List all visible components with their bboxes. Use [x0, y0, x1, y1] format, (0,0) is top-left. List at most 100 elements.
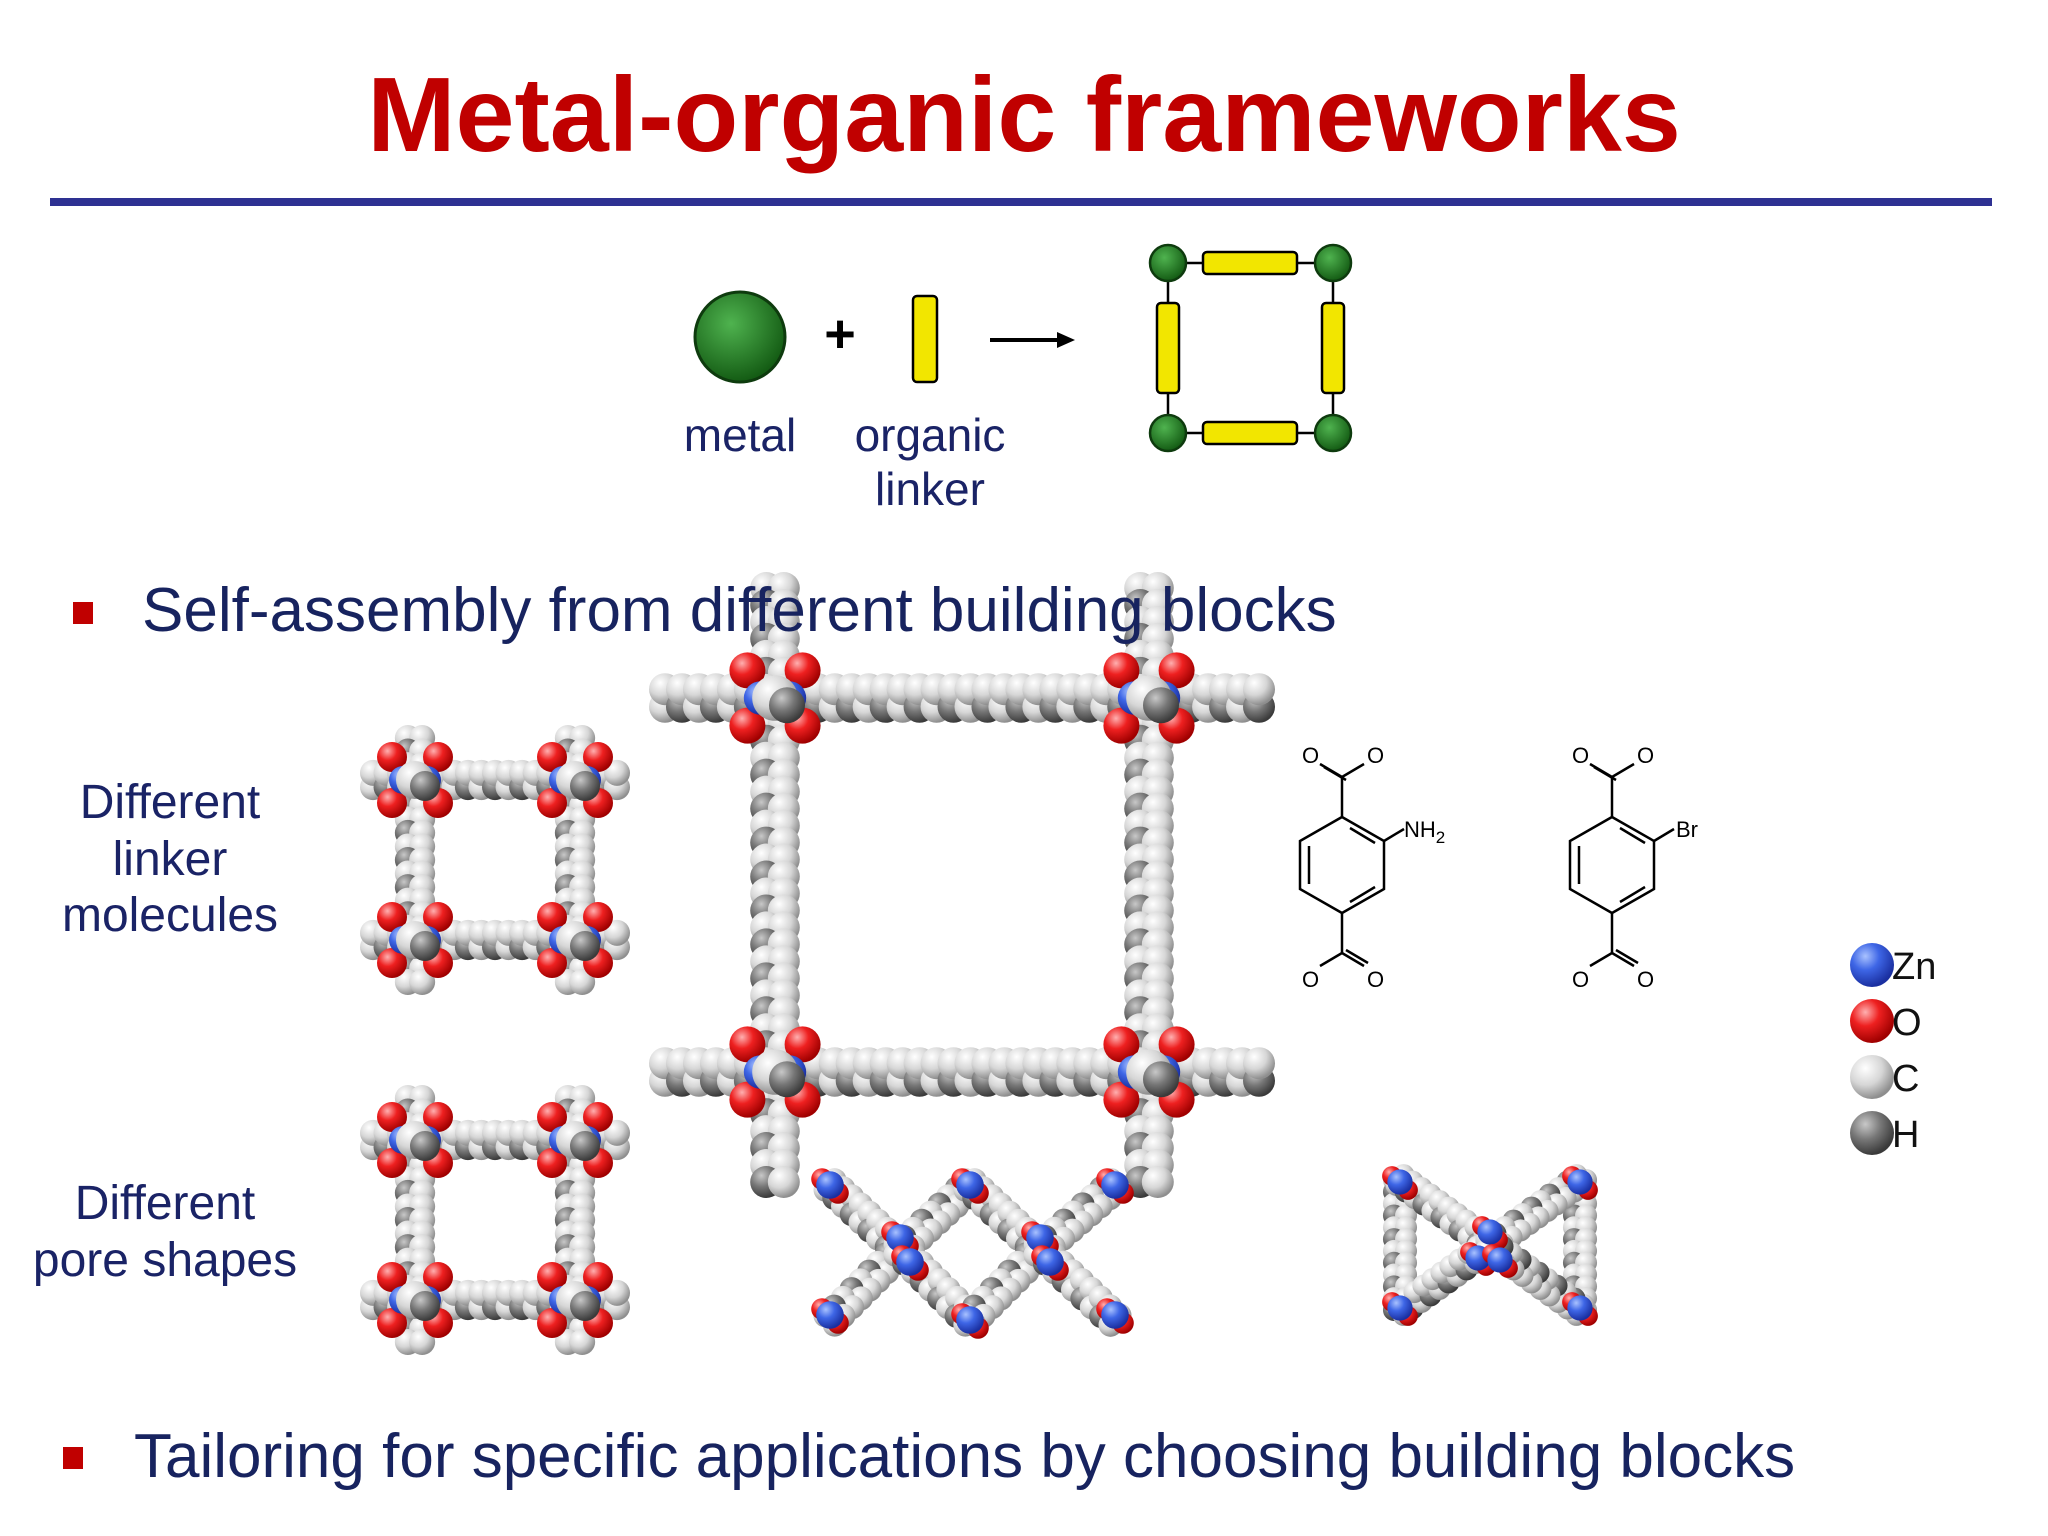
oxygen-atom: [1158, 1026, 1195, 1063]
carbon-atom: [409, 1329, 436, 1355]
zinc-atom: [956, 1171, 984, 1199]
label-line: molecules: [61, 889, 279, 943]
oxygen-atom: [423, 1102, 453, 1132]
mof-structure-large-square: [649, 572, 1275, 1198]
legend-h-sphere: [1850, 1111, 1894, 1155]
mof-structure-small-square-2: [360, 1085, 630, 1355]
legend-zn-sphere: [1850, 943, 1894, 987]
zinc-atom: [886, 1224, 914, 1252]
hydrogen-atom: [570, 771, 600, 801]
hydrogen-atom: [1143, 687, 1179, 724]
zinc-atom: [956, 1306, 984, 1334]
framework-square-icon: [1148, 243, 1353, 453]
title-rule: [50, 198, 1992, 206]
hydrogen-atom: [410, 1291, 440, 1321]
oxygen-atom: [537, 1262, 567, 1292]
hydrogen-atom: [410, 771, 440, 801]
carbon-atom: [604, 919, 630, 946]
oxygen-atom: [377, 902, 407, 932]
oxygen-atom: [1103, 1081, 1140, 1118]
label-line: linker: [112, 832, 228, 886]
mof-scheme: [693, 243, 1353, 453]
slide-title: Metal-organic frameworks: [367, 56, 1681, 174]
carbon-atom: [604, 1279, 630, 1306]
zinc-atom: [1101, 1301, 1129, 1329]
mof-structure-rhombic-pores: [811, 1168, 1134, 1339]
oxygen-atom: [537, 1102, 567, 1132]
carbon-atom: [1243, 1047, 1275, 1080]
zinc-atom: [1387, 1295, 1413, 1321]
oxygen-atom: [1103, 652, 1140, 689]
oxygen-atom: [583, 742, 613, 772]
organic-linker-label: organic linker: [810, 408, 1050, 517]
legend-c-sphere: [1850, 1055, 1894, 1099]
oxygen-label: O: [1367, 967, 1384, 992]
mof-structure-bowtie-pores: [1382, 1164, 1598, 1326]
oxygen-atom: [537, 788, 567, 818]
bullet-tailoring: Tailoring for specific applications by c…: [134, 1422, 1796, 1491]
zinc-atom: [1477, 1219, 1503, 1245]
hydrogen-atom: [769, 1061, 805, 1098]
oxygen-atom: [729, 652, 766, 689]
oxygen-atom: [537, 742, 567, 772]
oxygen-label: O: [1637, 743, 1654, 768]
nh2-label: NH2: [1404, 817, 1445, 847]
bullet-marker: [63, 1447, 83, 1469]
zinc-atom: [816, 1301, 844, 1329]
oxygen-label: O: [1572, 743, 1589, 768]
oxygen-atom: [1103, 1026, 1140, 1063]
zinc-atom: [1387, 1169, 1413, 1195]
legend-zn-label: Zn: [1892, 946, 1936, 988]
oxygen-atom: [583, 1262, 613, 1292]
linker-label-line: linker: [875, 463, 985, 516]
carbon-atom: [604, 1119, 630, 1146]
oxygen-atom: [377, 788, 407, 818]
legend-h-label: H: [1892, 1114, 1919, 1156]
carbon-atom: [569, 1329, 596, 1355]
zinc-atom: [1567, 1169, 1593, 1195]
zinc-atom: [1101, 1171, 1129, 1199]
oxygen-atom: [537, 1148, 567, 1178]
oxygen-atom: [784, 652, 821, 689]
hydrogen-atom: [570, 1291, 600, 1321]
hydrogen-atom: [410, 1131, 440, 1161]
oxygen-atom: [537, 1308, 567, 1338]
carbon-atom: [1141, 1166, 1174, 1198]
oxygen-atom: [729, 707, 766, 744]
nh-text: NH: [1404, 817, 1436, 842]
zinc-atom: [816, 1171, 844, 1199]
hydrogen-atom: [410, 931, 440, 961]
oxygen-atom: [537, 902, 567, 932]
oxygen-atom: [377, 1262, 407, 1292]
mof-structure-small-square: [360, 725, 630, 995]
zinc-atom: [1026, 1224, 1054, 1252]
oxygen-atom: [377, 1102, 407, 1132]
oxygen-label: O: [1637, 967, 1654, 992]
subscript-2: 2: [1436, 828, 1445, 847]
zinc-atom: [1567, 1295, 1593, 1321]
br-label: Br: [1676, 817, 1698, 842]
label-line: pore shapes: [32, 1233, 298, 1287]
plus-sign: +: [824, 304, 856, 364]
oxygen-atom: [377, 742, 407, 772]
zinc-atom: [896, 1248, 924, 1276]
zinc-atom: [1036, 1248, 1064, 1276]
hydrogen-atom: [570, 1131, 600, 1161]
oxygen-atom: [423, 902, 453, 932]
oxygen-atom: [423, 742, 453, 772]
arrow-icon: [990, 332, 1075, 348]
oxygen-label: O: [1367, 743, 1384, 768]
legend-o-sphere: [1850, 999, 1894, 1043]
oxygen-atom: [377, 1308, 407, 1338]
bromo-terephthalate-structure: O O O O Br: [1568, 743, 1698, 992]
different-linker-molecules-label: Different linker molecules: [20, 775, 320, 945]
carbon-atom: [604, 759, 630, 786]
metal-node-icon: [693, 290, 787, 384]
carbon-atom: [409, 969, 436, 995]
oxygen-label: O: [1302, 967, 1319, 992]
oxygen-atom: [1103, 707, 1140, 744]
oxygen-atom: [377, 948, 407, 978]
oxygen-atom: [784, 1026, 821, 1063]
zinc-atom: [1487, 1247, 1513, 1273]
